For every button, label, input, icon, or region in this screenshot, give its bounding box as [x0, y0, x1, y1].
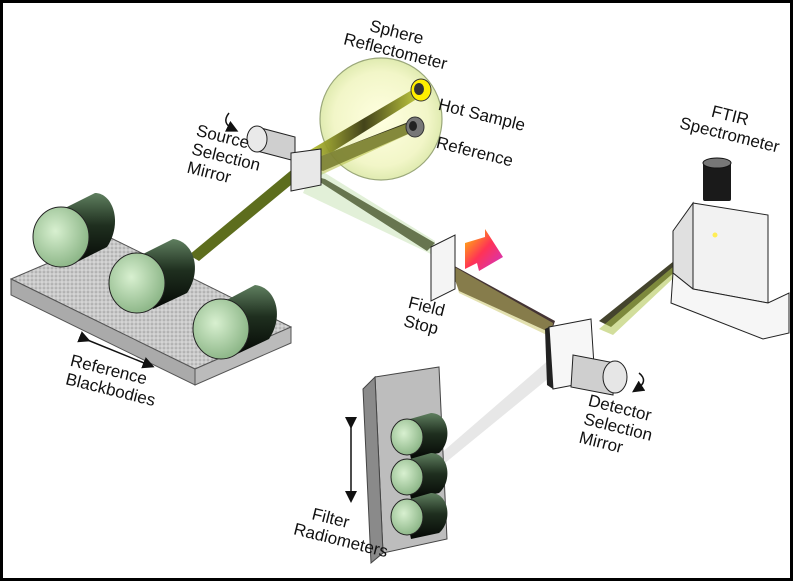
blackbody-cylinder-3	[192, 285, 277, 360]
blackbody-cylinder-1	[32, 193, 116, 268]
hot-sample-port	[410, 78, 432, 102]
filter-radiometer-3	[390, 493, 448, 539]
source-selection-mirror	[224, 112, 322, 192]
blackbodies-translation-arrow	[77, 331, 155, 369]
field-stop	[430, 234, 456, 302]
spectral-arrow	[465, 229, 503, 271]
detector-selection-mirror	[545, 318, 646, 396]
filter-radiometer-2	[390, 453, 448, 499]
ftir-spectrometer	[670, 157, 790, 340]
filter-radiometer-1	[390, 413, 448, 459]
diagram-canvas: Sphere Reflectometer Hot Sample Referenc…	[3, 3, 790, 578]
optical-layout-drawing	[9, 57, 790, 565]
blackbody-cylinder-2	[108, 239, 195, 314]
reference-port	[405, 116, 425, 138]
